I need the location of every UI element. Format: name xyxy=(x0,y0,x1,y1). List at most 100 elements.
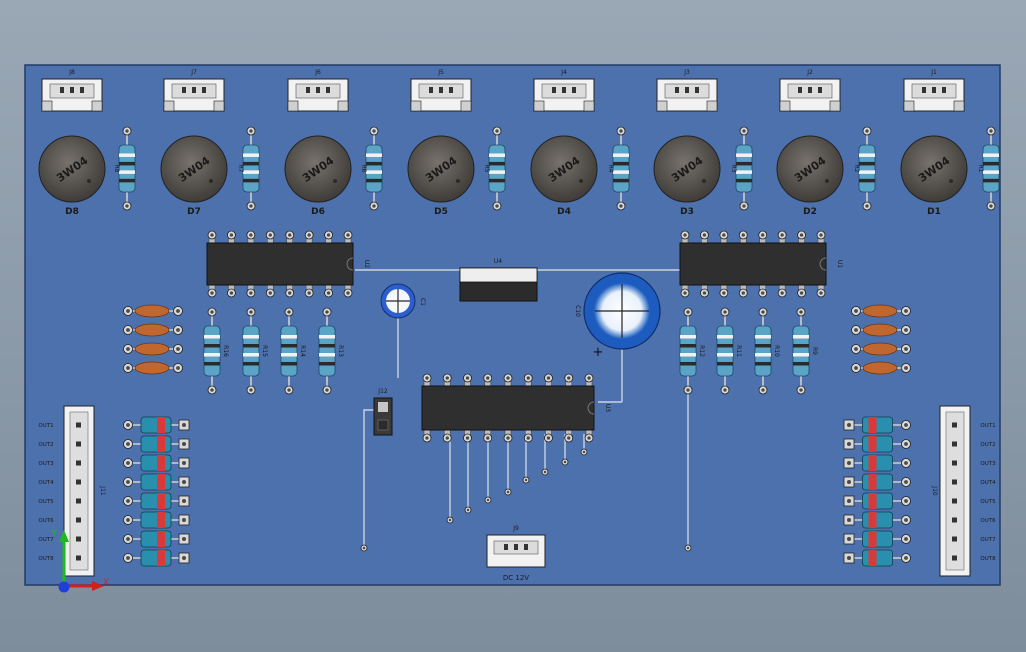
diode-band xyxy=(868,512,877,528)
ic-pad-hole xyxy=(526,376,530,380)
diode-pad-hole xyxy=(904,423,908,427)
buzzer-hole xyxy=(456,179,460,183)
ic-body xyxy=(206,242,354,286)
resistor-body xyxy=(612,144,630,193)
buzzer-body xyxy=(653,135,721,203)
ceramic-pad-hole xyxy=(904,309,908,313)
header-pin xyxy=(952,441,957,447)
test-pad-hole xyxy=(686,546,690,550)
diode-band xyxy=(157,455,165,471)
buzzer-d3: 3W04 xyxy=(653,135,721,203)
resistor-band xyxy=(859,161,875,166)
regulator-tab xyxy=(459,267,538,283)
capacitor-ref-label: C10 xyxy=(574,305,581,317)
ic-pad-hole xyxy=(465,376,470,380)
resistor-band xyxy=(204,344,220,348)
connector-pin xyxy=(192,87,196,93)
connector-ref-label: J2 xyxy=(806,69,813,76)
resistor-pad-hole xyxy=(865,204,869,208)
resistor-band xyxy=(204,353,220,357)
diode-band xyxy=(157,474,165,490)
resistor-pad-hole xyxy=(865,129,869,133)
resistor-body xyxy=(716,325,734,377)
connector-j1 xyxy=(903,78,965,112)
buzzer-hole xyxy=(702,179,706,183)
regulator-u4 xyxy=(459,267,538,302)
ceramic-pad-hole xyxy=(176,309,180,313)
resistor-pad-hole xyxy=(287,388,291,392)
ic-pad-hole xyxy=(425,436,429,440)
diode-left xyxy=(123,473,190,491)
resistor-body xyxy=(982,144,1000,193)
connector-j8 xyxy=(41,78,103,112)
ic-pad-hole xyxy=(722,291,726,295)
ic-body xyxy=(421,385,595,431)
diode-body xyxy=(862,549,893,567)
resistor-band xyxy=(859,178,875,183)
resistor-r6 xyxy=(365,126,383,211)
ceramic-cap-right xyxy=(851,323,911,337)
ceramic-pad-hole xyxy=(904,366,908,370)
diode-pad-hole xyxy=(126,461,130,465)
ceramic-cap-right xyxy=(851,361,911,375)
diode-pad-hole xyxy=(182,499,186,503)
out-label: OUT5 xyxy=(980,499,996,505)
diode-band xyxy=(868,531,877,547)
diode-body xyxy=(862,454,893,472)
resistor-body xyxy=(679,325,697,377)
resistor-pad-hole xyxy=(989,204,993,208)
diode-band xyxy=(868,550,877,566)
header-pin xyxy=(952,498,957,504)
diode-band xyxy=(868,493,877,509)
diode-pad-hole xyxy=(904,518,908,522)
header-pin xyxy=(952,517,957,523)
diode-left xyxy=(123,416,190,434)
ic-ref-label: U1 xyxy=(836,260,843,268)
resistor-band xyxy=(983,161,999,166)
resistor-pad-hole xyxy=(742,129,746,133)
resistor-band xyxy=(793,353,809,357)
connector-pin xyxy=(504,544,508,550)
connector-pin xyxy=(70,87,74,93)
jumper-ref-label: J12 xyxy=(377,388,388,395)
buzzer-d5: 3W04 xyxy=(407,135,475,203)
connector-latch xyxy=(337,100,349,112)
jumper-pin xyxy=(377,419,389,431)
diode-pad-hole xyxy=(126,537,130,541)
resistor-pad-hole xyxy=(495,129,499,133)
connector-latch xyxy=(91,100,103,112)
resistor-band xyxy=(319,362,335,366)
ceramic-body xyxy=(134,361,170,375)
diode-band xyxy=(157,417,165,433)
resistor-band xyxy=(281,362,297,366)
resistor-band xyxy=(736,178,752,183)
ic-pad-hole xyxy=(702,291,707,295)
ic-pad-hole xyxy=(249,291,253,295)
ceramic-cap-left xyxy=(123,342,183,356)
diode-pad-hole xyxy=(126,518,130,522)
ceramic-body xyxy=(134,342,170,356)
jumper-pin xyxy=(378,402,388,412)
connector-j2 xyxy=(779,78,841,112)
trace-jumper-down xyxy=(363,409,376,548)
buzzer-d2: 3W04 xyxy=(776,135,844,203)
connector-latch xyxy=(460,100,472,112)
diode-body xyxy=(140,530,172,548)
resistor-band xyxy=(243,161,259,166)
resistor-band xyxy=(366,153,382,157)
ic-pad-hole xyxy=(722,233,726,237)
diode-body xyxy=(862,473,893,491)
buzzer-body xyxy=(407,135,475,203)
resistor-ref-label: R1 xyxy=(977,165,984,173)
diode-pad-hole xyxy=(847,461,851,465)
ic-body xyxy=(679,242,827,286)
diode-left xyxy=(123,435,190,453)
resistor-r16 xyxy=(203,307,221,395)
header-pin xyxy=(76,536,81,542)
resistor-band xyxy=(281,335,297,339)
diode-left xyxy=(123,492,190,510)
test-pad-hole xyxy=(524,478,528,482)
header-ref-label: J11 xyxy=(99,485,106,496)
buzzer-body xyxy=(38,135,106,203)
